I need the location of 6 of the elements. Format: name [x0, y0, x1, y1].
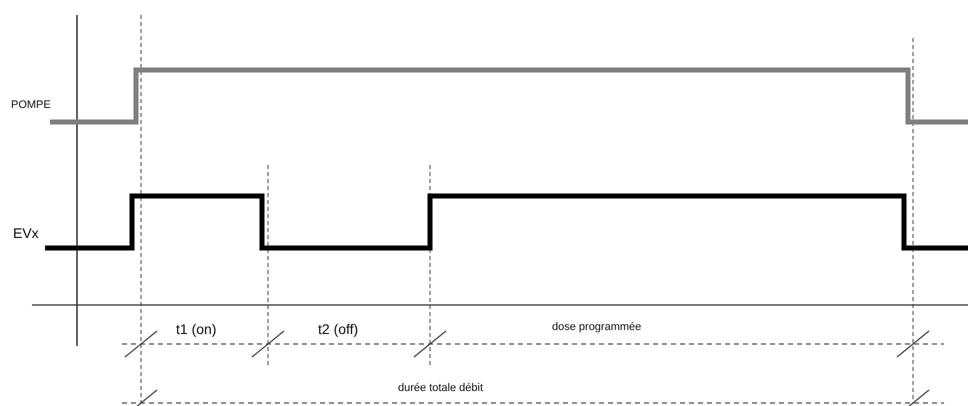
duration-label: durée totale débit: [398, 383, 484, 394]
signal-label: POMPE: [11, 100, 51, 111]
duration-label: t1 (on): [176, 322, 216, 336]
duration-label: t2 (off): [318, 322, 358, 336]
signal-label: EVx: [13, 226, 39, 240]
duration-label: dose programmée: [552, 322, 642, 333]
